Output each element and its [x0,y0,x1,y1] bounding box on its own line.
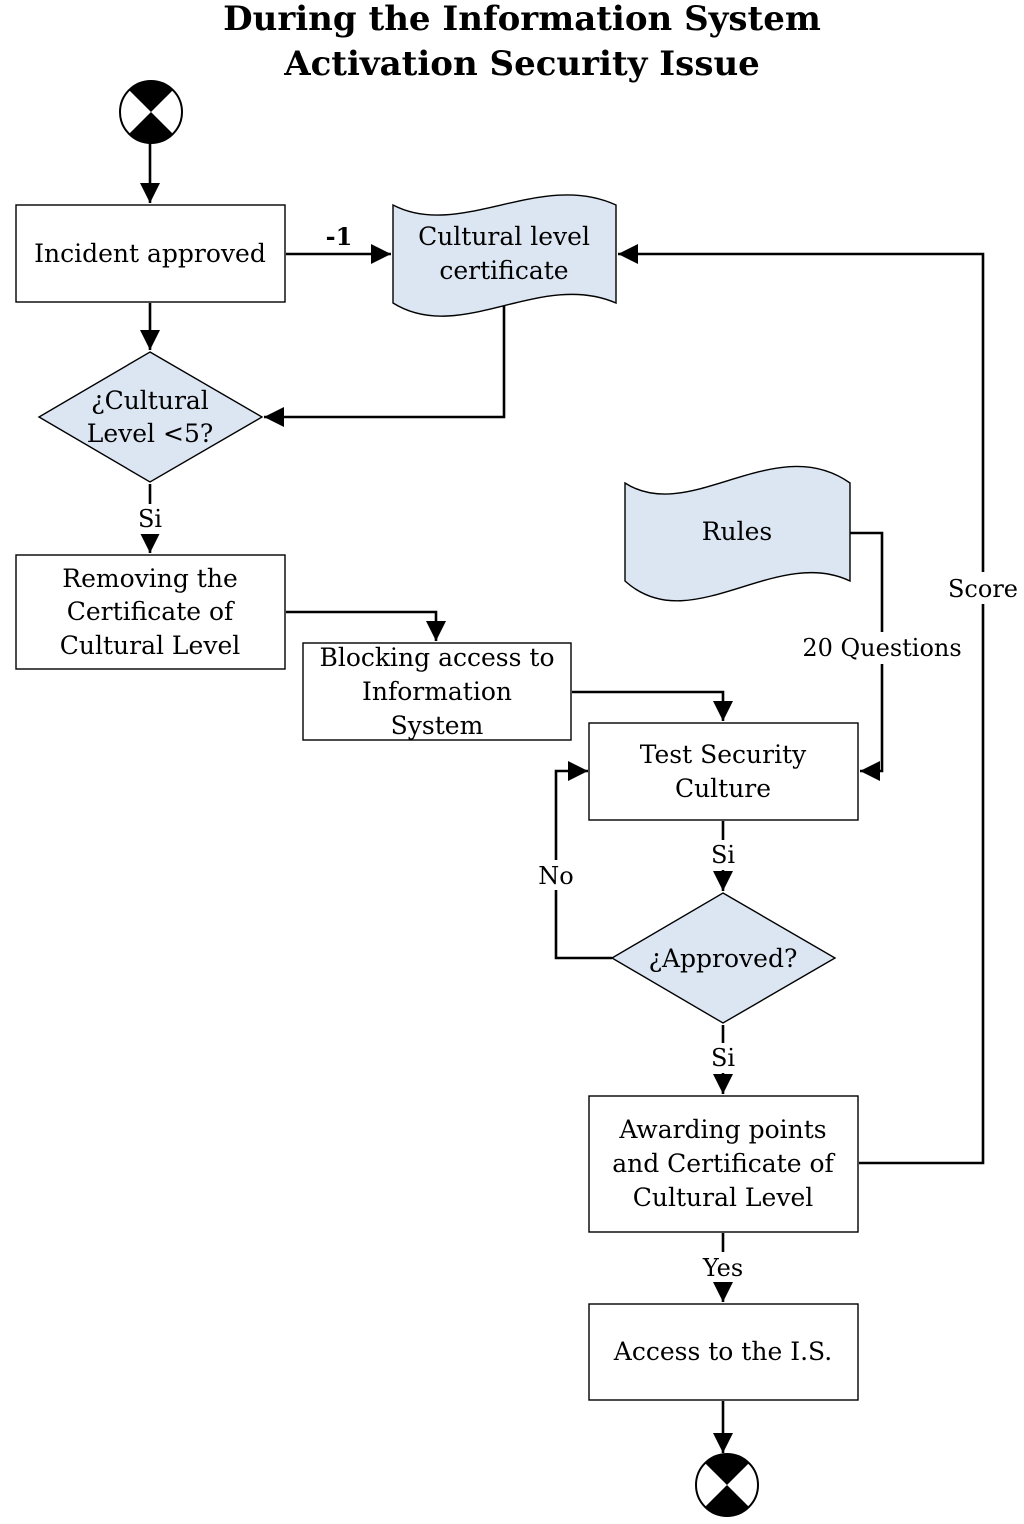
edge-awarding-certificate-score [618,244,985,1165]
cultural-level-decision: ¿Cultural Level <5? [37,351,264,483]
diagram-title-line1: During the Information System [223,0,821,39]
edge-label-score: Score [948,575,1018,603]
start-terminal-icon [119,80,183,144]
edge-label-20-questions: 20 Questions [802,634,961,662]
approved-label: ¿Approved? [649,944,798,973]
awarding-points-box: Awarding points and Certificate of Cultu… [588,1095,859,1233]
test-security-culture-box: Test Security Culture [588,722,859,821]
incident-approved-box: Incident approved [15,204,286,303]
approved-decision: ¿Approved? [610,892,837,1024]
edge-label-no: No [538,862,573,890]
certificate-label-line2: certificate [439,256,568,285]
access-is-box: Access to the I.S. [588,1303,859,1401]
removing-line2: Certificate of [67,597,235,626]
certificate-label-line1: Cultural level [418,222,590,251]
end-terminal-icon [695,1453,759,1517]
rules-label: Rules [702,517,773,546]
access-label: Access to the I.S. [613,1337,832,1366]
blocking-line3: System [391,711,484,740]
edge-labels: -1 Si Score 20 Questions Si No Si Yes [134,222,1022,1282]
cultural-level-certificate-document: Cultural level certificate [392,194,617,317]
removing-line1: Removing the [62,564,238,593]
edge-label-si-level: Si [138,505,162,533]
diagram-title-line2: Activation Security Issue [283,44,760,84]
edge-removing-blocking [286,610,446,641]
edge-label-yes: Yes [702,1254,743,1282]
removing-line3: Cultural Level [60,631,240,660]
awarding-line3: Cultural Level [633,1183,813,1212]
blocking-access-box: Blocking access to Information System [302,642,572,741]
incident-approved-label: Incident approved [34,239,266,268]
decision-level-line1: ¿Cultural [91,386,209,415]
edge-label-minus-one: -1 [326,222,353,251]
blocking-line1: Blocking access to [319,643,554,672]
rules-document: Rules [624,465,851,602]
removing-certificate-box: Removing the Certificate of Cultural Lev… [15,554,286,670]
edge-label-si-test: Si [711,841,735,869]
awarding-line1: Awarding points [618,1115,826,1144]
test-line1: Test Security [640,740,807,769]
blocking-line2: Information [362,677,512,706]
awarding-line2: and Certificate of [612,1149,835,1178]
edge-certificate-decision [264,305,506,427]
test-line2: Culture [675,774,771,803]
edge-blocking-test [572,690,733,721]
decision-level-line2: Level <5? [87,419,214,448]
edge-label-si-approved: Si [711,1044,735,1072]
